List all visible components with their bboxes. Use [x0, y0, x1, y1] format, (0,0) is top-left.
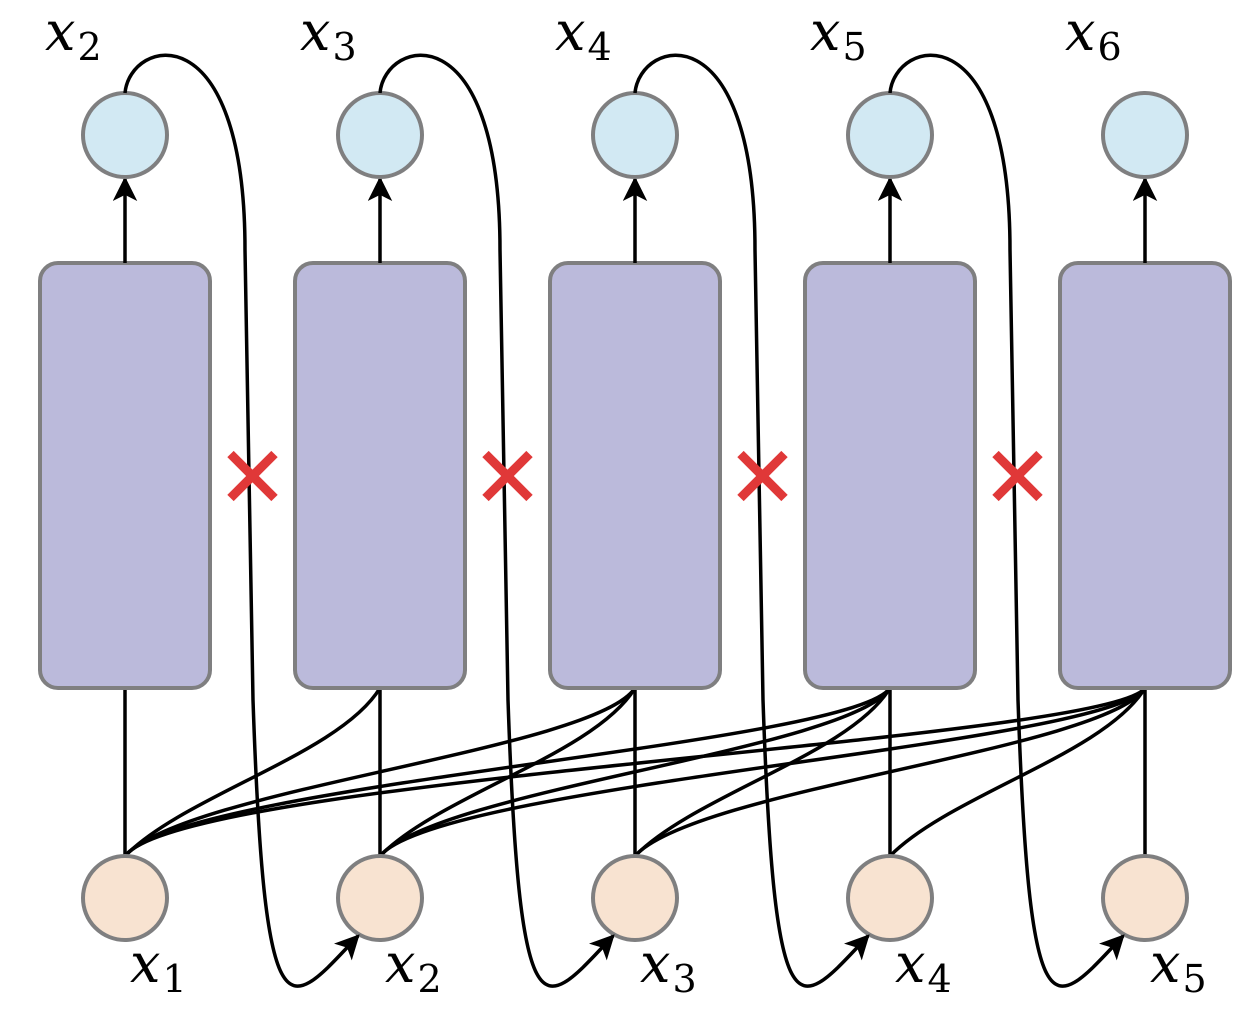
input-label-3-var: x [640, 932, 670, 995]
blocked-marker-3 [737, 450, 788, 502]
output-label-2: x3 [300, 0, 357, 69]
blocked-marker-2 [482, 450, 533, 502]
output-node-2 [336, 91, 424, 179]
input-label-2: x2 [385, 932, 442, 1001]
input-layer [81, 854, 1189, 942]
feedback-loop-3-to-4 [633, 53, 870, 988]
input-4-to-block-5-wire [888, 687, 1147, 858]
input-label-1: x1 [130, 932, 187, 1001]
input-node-1 [81, 854, 169, 942]
model-block-4 [803, 261, 977, 690]
input-node-4 [846, 854, 934, 942]
input-node-2 [336, 854, 424, 942]
feedback-loops [123, 53, 1125, 988]
output-label-1: x2 [45, 0, 102, 69]
input-label-5-sub: 5 [1182, 957, 1206, 1001]
model-block-5 [1058, 261, 1232, 690]
output-label-4-var: x [810, 0, 840, 63]
output-node-5 [1101, 91, 1189, 179]
input-2-to-block-4-wire [378, 687, 892, 858]
input-node-3 [591, 854, 679, 942]
blocked-marker-1 [227, 450, 278, 502]
input-1-to-block-3-wire [123, 687, 637, 858]
output-label-1-var: x [45, 0, 75, 63]
feedback-loop-2-to-3 [378, 53, 615, 988]
model-block-3 [548, 261, 722, 690]
input-2-to-block-5-wire [378, 686, 1147, 858]
output-label-2-sub: 3 [332, 25, 356, 69]
fan-in-connections [123, 686, 1147, 858]
model-block-2 [293, 261, 467, 690]
input-label-2-var: x [385, 932, 415, 995]
output-node-4 [846, 91, 934, 179]
blocked-marker-4 [992, 450, 1043, 502]
output-node-3 [591, 91, 679, 179]
input-label-3: x3 [640, 932, 697, 1001]
input-label-5: x5 [1150, 932, 1207, 1001]
output-layer [81, 91, 1189, 263]
output-label-2-var: x [300, 0, 330, 63]
input-3-to-block-4-wire [633, 687, 892, 858]
input-1-to-block-2-wire [123, 687, 382, 858]
output-label-4-sub: 5 [842, 25, 866, 69]
feedback-loop-1-to-2 [123, 53, 360, 988]
input-label-1-var: x [130, 932, 160, 995]
output-label-5-var: x [1065, 0, 1095, 63]
output-label-3: x4 [555, 0, 612, 69]
input-label-1-sub: 1 [162, 957, 186, 1001]
input-label-3-sub: 3 [672, 957, 696, 1001]
output-label-5: x6 [1065, 0, 1122, 69]
output-label-4: x5 [810, 0, 867, 69]
model-block-1 [38, 261, 212, 690]
feedback-loop-4-to-5 [888, 53, 1125, 988]
output-label-3-sub: 4 [587, 25, 611, 69]
input-label-4: x4 [895, 932, 952, 1001]
model-blocks [38, 261, 1232, 690]
output-label-1-sub: 2 [77, 25, 101, 69]
input-label-4-sub: 4 [927, 957, 951, 1001]
input-label-5-var: x [1150, 932, 1180, 995]
input-2-to-block-3-wire [378, 687, 637, 858]
blocked-connections [227, 450, 1043, 502]
input-label-4-var: x [895, 932, 925, 995]
input-3-to-block-5-wire [633, 687, 1147, 858]
output-label-5-sub: 6 [1097, 25, 1121, 69]
input-1-to-block-5-wire [123, 686, 1147, 858]
input-label-2-sub: 2 [417, 957, 441, 1001]
input-node-5 [1101, 854, 1189, 942]
output-label-3-var: x [555, 0, 585, 63]
output-node-1 [81, 91, 169, 179]
